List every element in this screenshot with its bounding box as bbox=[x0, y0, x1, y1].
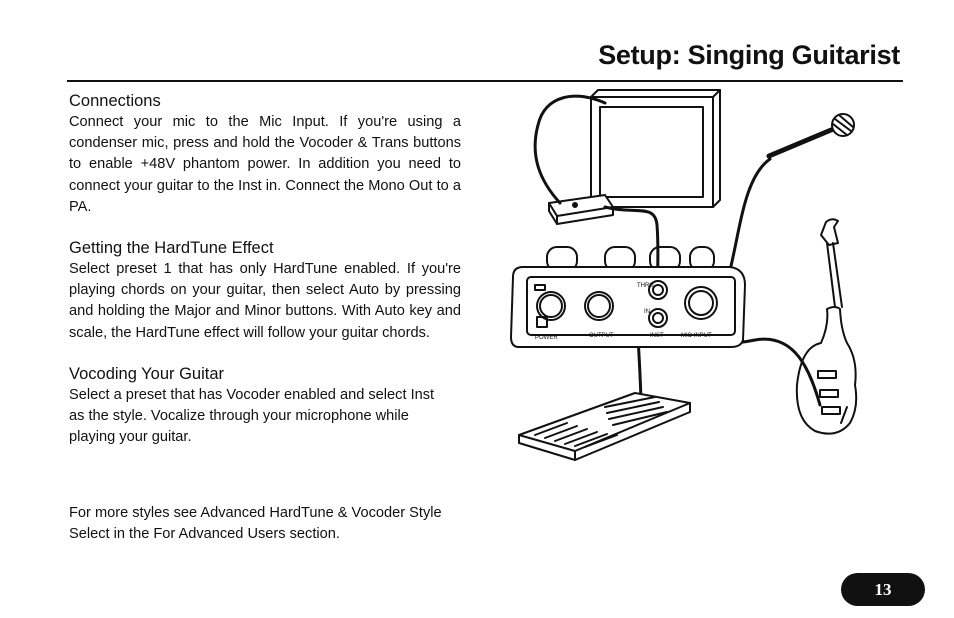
amplifier-icon bbox=[590, 89, 721, 208]
section-hardtune: Getting the HardTune Effect Select prese… bbox=[69, 238, 461, 344]
label-mic-input: MIC INPUT bbox=[681, 333, 712, 339]
title-divider bbox=[67, 80, 903, 82]
advanced-users-note: For more styles see Advanced HardTune & … bbox=[69, 505, 442, 543]
label-power: POWER bbox=[535, 335, 558, 341]
microphone-icon bbox=[766, 113, 855, 159]
page-number-badge: 13 bbox=[841, 573, 925, 606]
page-number: 13 bbox=[874, 579, 892, 599]
mixer-icon bbox=[518, 392, 691, 461]
section-body: Select a preset that has Vocoder enabled… bbox=[69, 386, 435, 446]
label-inst: INST bbox=[650, 333, 664, 339]
section-heading: Getting the HardTune Effect bbox=[69, 239, 274, 258]
hardware-unit bbox=[510, 246, 746, 348]
setup-diagram: THRU IN POWER OUTPUT INST MIC INPUT bbox=[510, 89, 858, 461]
section-body: Select preset 1 that has only HardTune e… bbox=[69, 261, 461, 341]
label-output: OUTPUT bbox=[589, 333, 614, 339]
section-connections: Connections Connect your mic to the Mic … bbox=[69, 91, 461, 218]
cable-amp bbox=[533, 94, 607, 205]
section-vocoding: Vocoding Your Guitar Select a preset tha… bbox=[69, 364, 461, 449]
section-heading: Vocoding Your Guitar bbox=[69, 364, 225, 383]
label-thru: THRU bbox=[637, 283, 654, 289]
page-title: Setup: Singing Guitarist bbox=[598, 40, 900, 70]
label-in: IN bbox=[644, 309, 650, 315]
text-column: Connections Connect your mic to the Mic … bbox=[69, 91, 461, 468]
section-body: Connect your mic to the Mic Input. If yo… bbox=[69, 114, 461, 215]
guitar-icon bbox=[795, 218, 858, 435]
section-heading: Connections bbox=[69, 92, 161, 110]
